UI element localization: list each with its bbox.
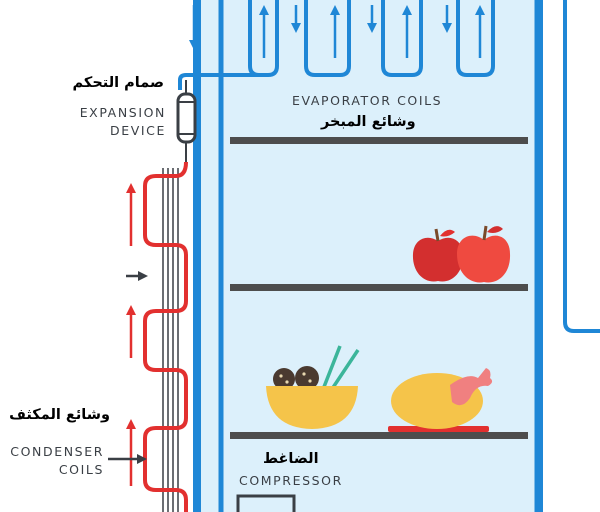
condenser-label-line2: COILS (58, 462, 104, 477)
compressor (236, 494, 296, 512)
condenser-label-arabic: وشائع المكثف (9, 407, 110, 423)
chopsticks-icon (320, 345, 342, 393)
condenser-label-line1: CONDENSER (10, 444, 104, 459)
evaporator-label-arabic: وشائع المبخر (321, 114, 416, 130)
apple-icon (412, 228, 464, 282)
shelf-1 (230, 137, 528, 144)
expansion-device (176, 80, 197, 162)
compressor-label: COMPRESSOR (239, 473, 343, 488)
return-pipe (563, 0, 600, 333)
bowl-icon (266, 345, 360, 429)
expansion-label-line2: DEVICE (110, 123, 166, 138)
shelves (230, 137, 528, 439)
compressor-label-arabic: الضاغط (263, 451, 319, 467)
shelf-2 (230, 284, 528, 291)
expansion-label-line1: EXPANSION (79, 105, 166, 120)
evaporator-flow-arrows (189, 5, 485, 58)
shelf-3 (230, 432, 528, 439)
condenser-flow-arrows (108, 183, 148, 486)
evaporator-coils (178, 0, 495, 90)
evaporator-label: EVAPORATOR COILS (292, 93, 443, 108)
roast-chicken-icon (388, 368, 493, 432)
expansion-label-arabic: صمام التحكم (72, 75, 164, 91)
apple-icon (457, 225, 511, 283)
condenser-coils (143, 161, 188, 512)
